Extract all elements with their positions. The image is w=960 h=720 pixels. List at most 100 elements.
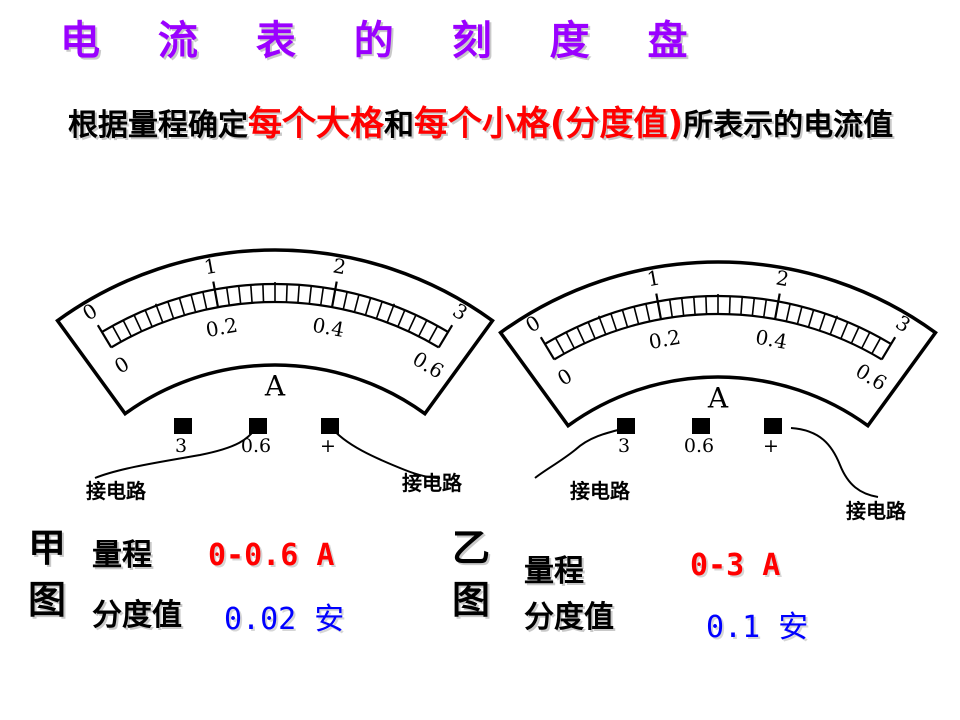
terminal-label: +: [763, 435, 779, 457]
scale-tick: [249, 284, 253, 303]
scale-tick: [353, 294, 360, 313]
terminal-label: 0.6: [684, 435, 714, 457]
dial-case: [498, 260, 938, 429]
scale-tick: [237, 285, 242, 304]
scale-tick: [807, 309, 815, 328]
division-value-jia: 0.02 安: [224, 602, 345, 637]
scale-tick: [154, 303, 164, 323]
scale-tick: [386, 303, 396, 323]
upper-scale-label: 2: [331, 253, 348, 279]
dial-case: [55, 248, 495, 417]
wire-label: 接电路: [86, 479, 147, 503]
scale-tick: [871, 337, 882, 355]
figure-label-yi-2: 图: [451, 578, 490, 622]
scale-tick: [225, 287, 231, 306]
range-value-yi: 0-3 A: [690, 548, 781, 583]
scale-tick: [621, 309, 629, 328]
scale-tick: [319, 287, 325, 306]
scale-tick: [785, 303, 791, 322]
scale-tick: [539, 336, 556, 360]
intro-highlight-small-division: 每个小格(分度值): [414, 104, 684, 144]
scale-tick: [297, 284, 301, 303]
upper-scale-label: 2: [774, 265, 791, 291]
scale-tick: [144, 309, 153, 328]
division-label-jia: 分度值: [92, 598, 182, 633]
intro-part-3: 和: [384, 108, 414, 143]
connection-wire: [94, 423, 259, 479]
scale-tick: [633, 306, 640, 325]
scale-tick: [680, 297, 685, 316]
scale-tick: [96, 324, 113, 348]
wire-label: 接电路: [846, 499, 907, 523]
scale-tick: [705, 296, 708, 315]
range-value-jia: 0-0.6 A: [208, 538, 335, 573]
lower-scale-label: 0.4: [311, 313, 347, 342]
scale-tick: [330, 281, 338, 308]
scale-tick: [167, 301, 175, 319]
scale-tick: [692, 296, 696, 315]
range-label-yi: 量程: [524, 554, 584, 589]
terminal-label: 3: [175, 435, 187, 457]
scale-tick: [122, 319, 133, 337]
scale-tick: [728, 296, 731, 315]
lower-scale-label: 0.4: [754, 325, 790, 354]
scale-tick: [655, 293, 663, 320]
connection-wire: [329, 425, 441, 479]
unit-symbol: A: [264, 370, 286, 403]
scale-tick: [850, 326, 860, 344]
scale-tick: [751, 297, 756, 316]
terminal-post: [174, 418, 192, 434]
scale-tick: [840, 321, 849, 340]
figure-label-jia: 甲 图: [22, 522, 72, 626]
scale-tick: [212, 281, 220, 308]
scale-arc-inner: [110, 300, 440, 349]
terminal-label: 3: [618, 435, 630, 457]
scale-tick: [796, 306, 803, 325]
scale-tick: [342, 291, 348, 310]
wire-label: 接电路: [570, 479, 631, 503]
scale-arc-inner: [553, 312, 883, 361]
figure-label-jia-1: 甲: [27, 526, 66, 570]
terminal-label: 0.6: [241, 435, 271, 457]
scale-tick: [262, 284, 265, 303]
scale-tick: [111, 325, 122, 343]
scale-tick: [773, 293, 781, 320]
upper-scale-label: 1: [645, 265, 662, 291]
connection-wire: [790, 427, 879, 498]
scale-tick: [740, 296, 744, 315]
upper-scale-label: 1: [202, 253, 219, 279]
terminal-post: [617, 418, 635, 434]
scale-tick: [645, 303, 651, 322]
scale-tick: [565, 331, 576, 349]
scale-tick: [417, 319, 428, 337]
unit-symbol: A: [707, 382, 729, 415]
division-value-yi: 0.1 安: [706, 610, 809, 645]
scale-tick: [762, 299, 768, 318]
scale-tick: [668, 299, 674, 318]
figure-label-jia-2: 图: [27, 578, 66, 622]
scale-tick: [407, 314, 417, 332]
scale-tick: [202, 291, 208, 310]
range-label-jia: 量程: [92, 538, 152, 573]
page-title: 电 流 表 的 刻 度 盘: [60, 18, 710, 64]
scale-tick: [829, 315, 839, 335]
scale-tick: [576, 326, 586, 344]
scale-tick: [364, 297, 372, 316]
intro-part-1: 根据量程确定: [68, 108, 248, 143]
terminal-label: +: [320, 435, 336, 457]
scale-tick: [880, 336, 897, 360]
scale-tick: [375, 301, 383, 319]
scale-tick: [285, 284, 288, 303]
scale-tick: [178, 297, 186, 316]
division-label-yi: 分度值: [524, 600, 614, 635]
scale-tick: [397, 309, 406, 328]
figure-label-yi-1: 乙: [451, 526, 490, 570]
scale-tick: [587, 321, 596, 340]
scale-tick: [597, 315, 607, 335]
scale-tick: [818, 313, 826, 331]
scale-tick: [308, 285, 313, 304]
wire-label: 接电路: [402, 471, 463, 495]
connection-wire: [534, 427, 627, 479]
